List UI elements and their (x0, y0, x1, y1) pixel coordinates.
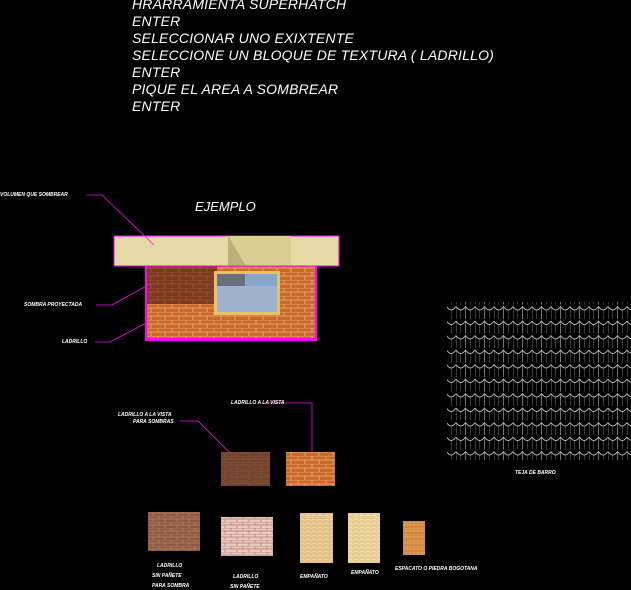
label-swatch-3: EMPAÑATO (300, 574, 328, 580)
clay-tile-pattern (447, 302, 631, 460)
instruction-line: ENTER (132, 98, 181, 114)
swatch-empanato-1 (300, 513, 333, 563)
label-tile: TEJA DE BARRO (515, 470, 556, 476)
instruction-line: PIQUE EL AREA A SOMBREAR (132, 81, 339, 97)
label-swatch-1: LADRILLO (157, 563, 183, 569)
label-brick-view-shadow-1: LADRILLO A LA VISTA (118, 412, 172, 418)
swatch-brick-plain (221, 517, 273, 556)
instructions: HRARRAMIENTA SUPERHATCH ENTER SELECCIONA… (132, 0, 494, 115)
label-swatch-1c: PARA SOMBRA (152, 583, 190, 589)
leader-lines (87, 194, 313, 462)
label-shadow: SOMBRA PROYECTADA (24, 302, 83, 308)
example-building (113, 235, 340, 341)
label-swatch-1b: SIN PAÑETE (152, 573, 182, 579)
instruction-line: SELECCIONE UN BLOQUE DE TEXTURA ( LADRIL… (132, 47, 495, 63)
roof-volume (113, 235, 340, 267)
label-volume: VOLUMEN QUE SOMBREAR (0, 192, 68, 198)
label-swatch-2: LADRILLO (233, 574, 259, 580)
swatch-brick-shadow (148, 512, 200, 551)
instruction-line: ENTER (132, 64, 181, 80)
label-brick-view-shadow-2: PARA SOMBRAS (133, 419, 174, 425)
label-swatch-2b: SIN PAÑETE (230, 584, 260, 590)
instruction-line: ENTER (132, 13, 181, 29)
swatch-empanato-2 (348, 513, 380, 563)
wall-shadow (145, 266, 217, 304)
label-brick-view: LADRILLO A LA VISTA (231, 400, 285, 406)
example-title: EJEMPLO (195, 199, 256, 214)
instruction-line: SELECCIONAR UNO EXIXTENTE (132, 30, 355, 46)
swatch-espacato (403, 521, 425, 555)
label-brick: LADRILLO (62, 339, 88, 345)
label-swatch-5: ESPACATO O PIEDRA BOGOTANA (395, 566, 478, 572)
brick-view-sample (286, 452, 335, 486)
label-swatch-4: EMPAÑATO (351, 570, 379, 576)
instruction-line: HRARRAMIENTA SUPERHATCH (132, 0, 347, 12)
